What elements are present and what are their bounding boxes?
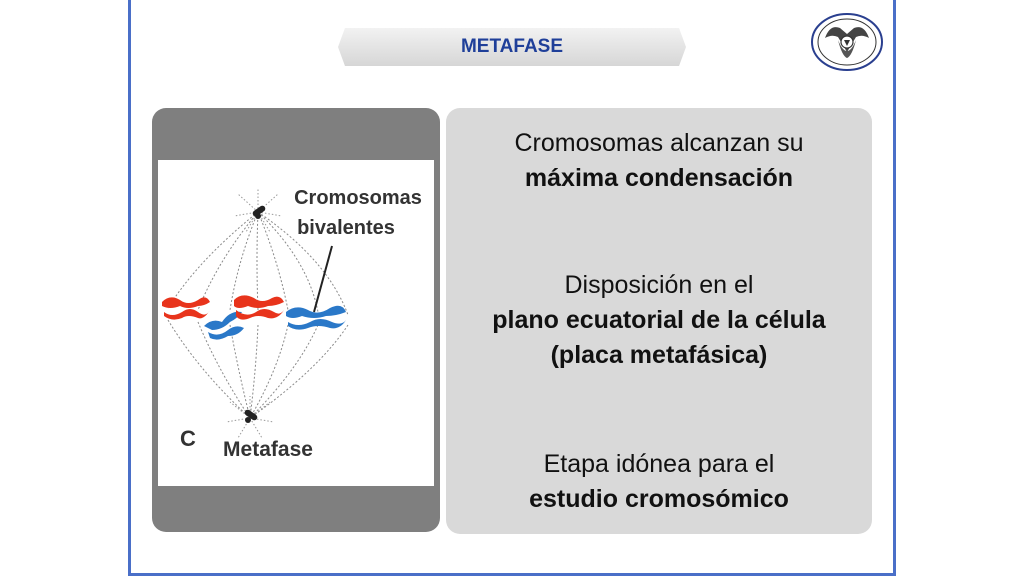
chromosome-blue-right [286,305,346,330]
point-2-line-2: plano ecuatorial de la célula [492,306,826,334]
point-1-line-1: Cromosomas alcanzan su [514,129,804,157]
chromosome-blue-left [204,311,244,340]
point-1-line-2: máxima condensación [524,164,794,192]
title-banner: METAFASE [338,28,686,66]
point-3-line-1: Etapa idónea para el [543,450,775,478]
chromosome-red-center [234,295,284,320]
point-2-line-3: (placa metafásica) [550,341,768,369]
pointer-line [313,245,333,313]
point-2-line-1: Disposición en el [564,271,754,299]
university-seal-icon [811,13,883,71]
spindle-fibers [167,211,349,419]
slide-title: METAFASE [460,36,564,57]
text-panel: Cromosomas alcanzan su máxima condensaci… [446,108,872,534]
point-3-line-2: estudio cromosómico [529,485,789,513]
point-disposition: Disposición en el plano ecuatorial de la… [446,268,872,373]
label-cromosomas: Cromosomas [294,187,422,209]
point-condensation: Cromosomas alcanzan su máxima condensaci… [446,126,872,196]
panel-letter: C [180,426,196,451]
label-metafase: Metafase [223,438,313,461]
metaphase-diagram: Cromosomas bivalentes C Metafase [158,160,434,486]
centriole-lower [244,409,258,423]
label-bivalentes: bivalentes [297,217,395,239]
chromosome-red-left [162,297,210,320]
point-study: Etapa idónea para el estudio cromosómico [446,447,872,517]
centriole-upper [252,205,266,219]
